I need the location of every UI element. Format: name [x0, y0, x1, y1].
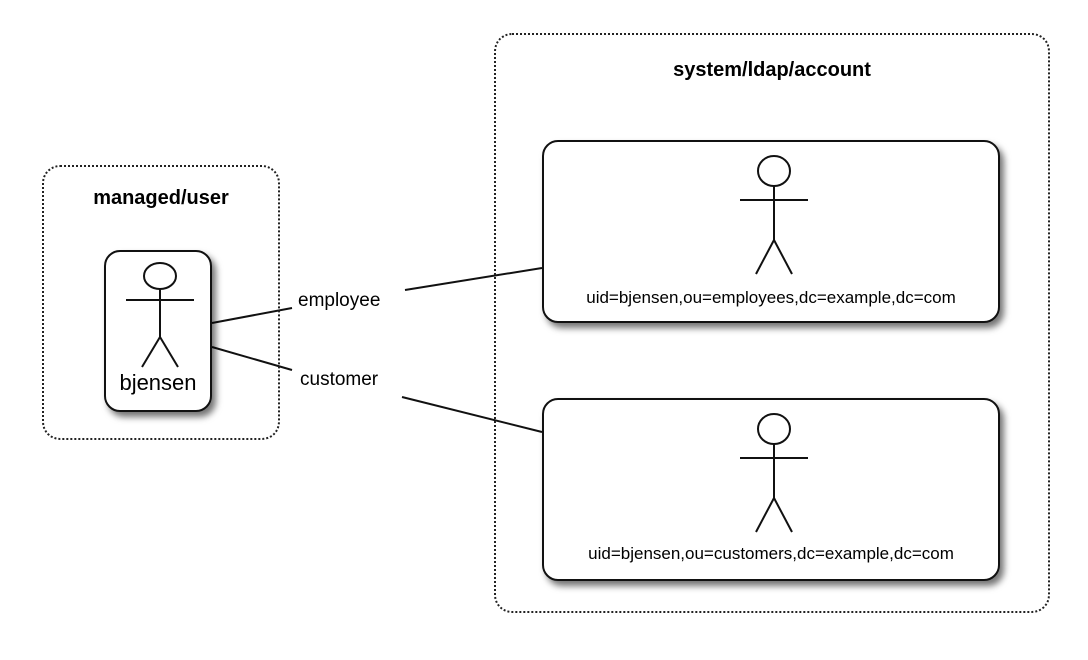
system-ldap-account-group: system/ldap/account: [494, 33, 1050, 613]
employee-link-label: employee: [296, 290, 383, 312]
managed-user-group-title: managed/user: [93, 187, 229, 209]
system-ldap-account-group-title: system/ldap/account: [673, 59, 871, 81]
employee-link-line-right: [404, 267, 543, 291]
managed-user-card[interactable]: bjensen: [104, 250, 212, 412]
stick-figure-icon: [740, 413, 808, 533]
customer-link-label: customer: [298, 369, 381, 391]
managed-user-group: managed/user: [42, 165, 280, 440]
customer-link-line-right: [401, 396, 543, 433]
customer-account-card[interactable]: uid=bjensen,ou=customers,dc=example,dc=c…: [542, 398, 1000, 581]
employee-account-dn: uid=bjensen,ou=employees,dc=example,dc=c…: [586, 288, 956, 307]
stick-figure-icon: [740, 155, 808, 275]
customer-account-dn: uid=bjensen,ou=customers,dc=example,dc=c…: [588, 544, 954, 563]
employee-account-card[interactable]: uid=bjensen,ou=employees,dc=example,dc=c…: [542, 140, 1000, 323]
stick-figure-icon: [126, 262, 194, 368]
managed-user-name: bjensen: [119, 370, 197, 395]
